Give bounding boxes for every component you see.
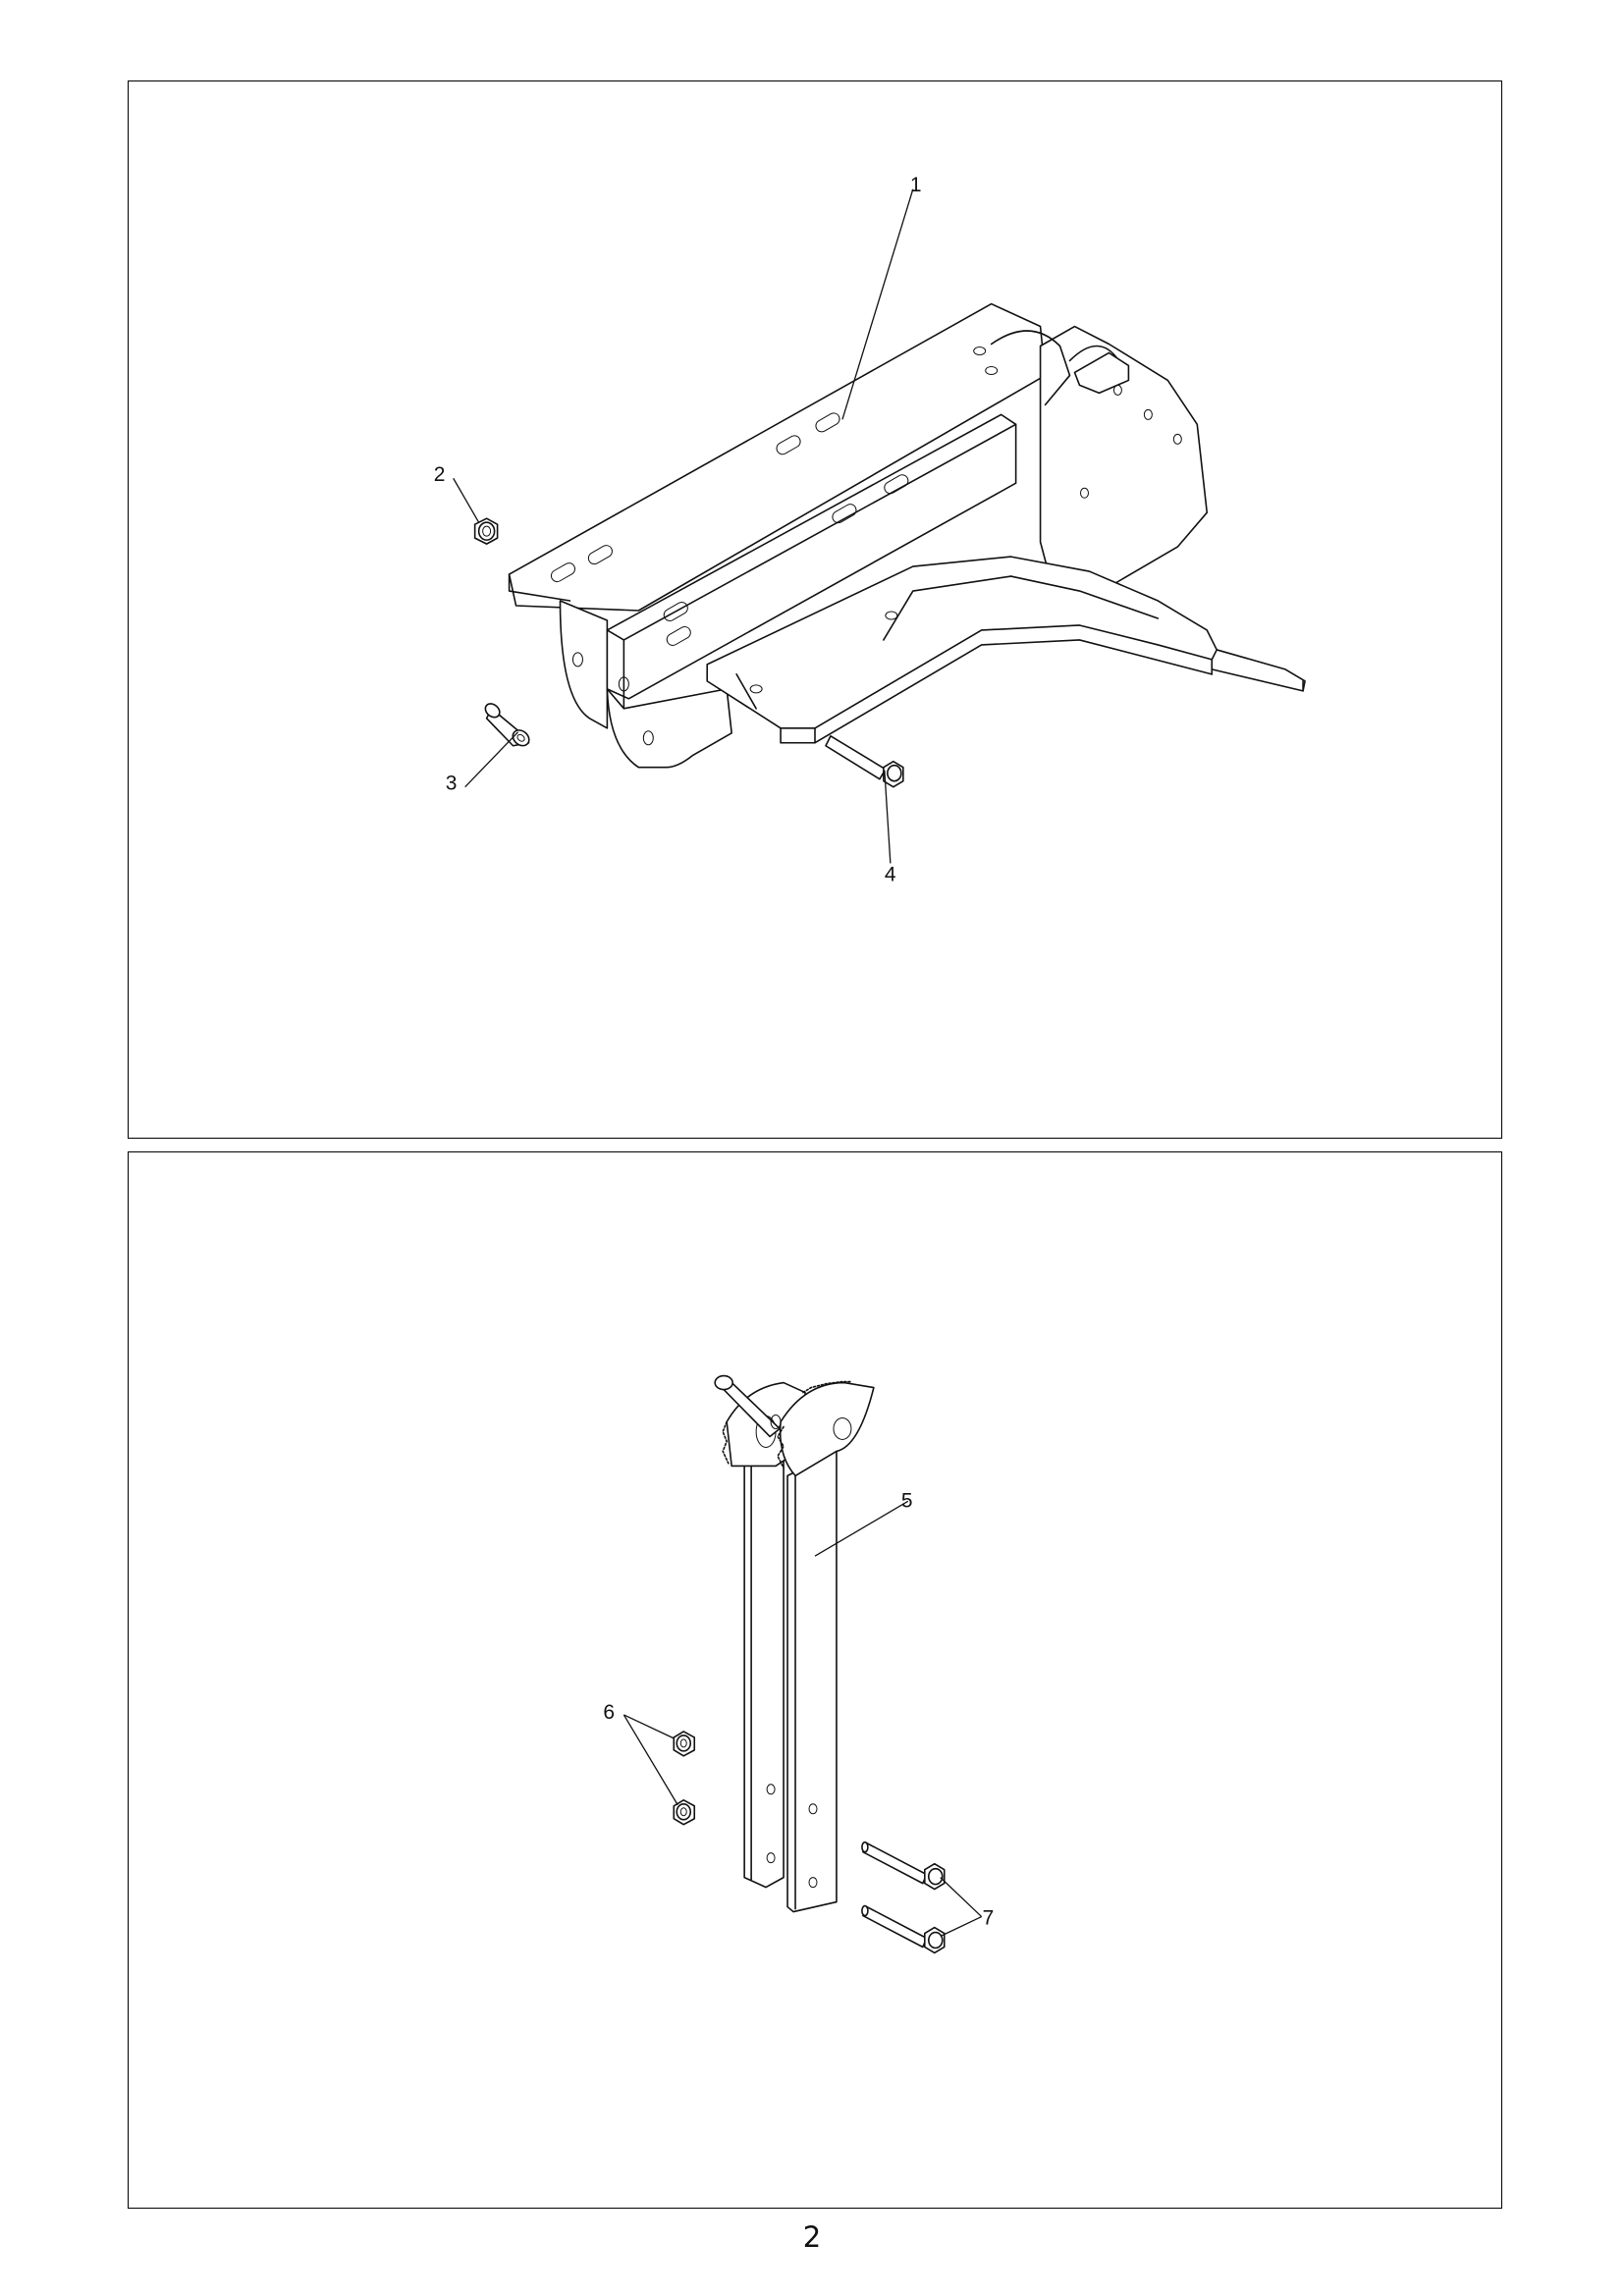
leader-line-2: [453, 477, 480, 523]
part-4-bolt: [825, 734, 904, 788]
callout-5: 5: [901, 1489, 913, 1512]
callout-6: 6: [603, 1701, 615, 1724]
leader-line-5: [814, 1500, 909, 1557]
page-number: 2: [802, 2220, 822, 2254]
exploded-view-panel-top: 1 2 3 4: [128, 80, 1502, 1139]
exploded-view-panel-bottom: 5 6 7: [128, 1151, 1502, 2209]
callout-4: 4: [885, 863, 896, 885]
part-3-spacer: [484, 703, 530, 747]
callout-7: 7: [983, 1907, 995, 1930]
leader-line-1: [841, 188, 914, 420]
leader-line-3: [464, 731, 519, 788]
callout-1: 1: [910, 174, 922, 196]
bottom-callouts: 5 6 7: [603, 1489, 995, 1938]
leader-line-7b: [940, 1915, 982, 1938]
support-arm-drawing: 5 6 7: [603, 1374, 995, 1954]
leader-line-4: [884, 770, 892, 864]
part-6-nuts: [673, 1731, 696, 1826]
callout-2: 2: [434, 463, 446, 486]
bracket-assembly-drawing: 1 2 3 4: [434, 174, 1306, 886]
part-1-bracket-assembly: [508, 302, 1306, 769]
part-5-support-arm: [714, 1374, 875, 1913]
part-2-nut: [473, 517, 499, 545]
part-7-bolts: [861, 1841, 946, 1954]
leader-line-6b: [623, 1714, 678, 1806]
leader-line-7a: [940, 1877, 983, 1918]
leader-line-6a: [623, 1714, 675, 1739]
top-callouts: 1 2 3 4: [434, 174, 922, 886]
callout-3: 3: [446, 773, 458, 795]
